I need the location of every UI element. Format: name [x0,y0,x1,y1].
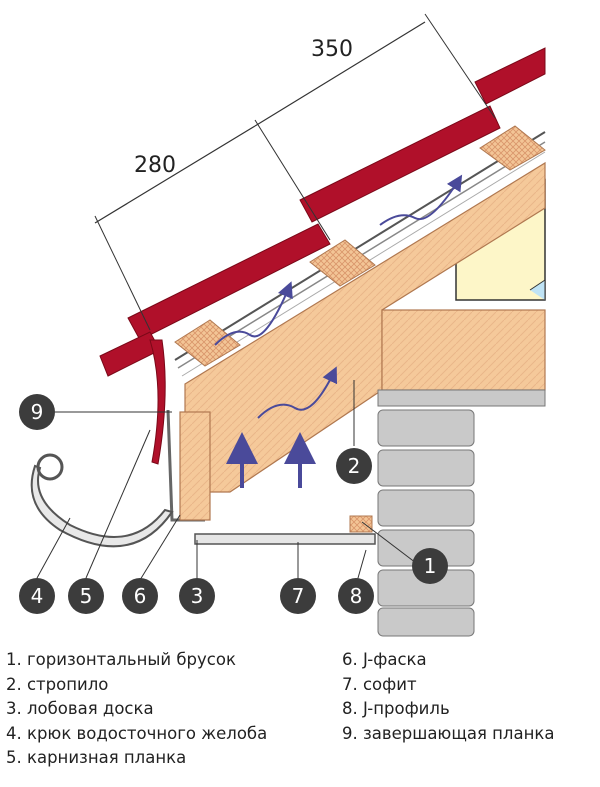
legend-item: 1. горизонтальный брусок [6,650,236,669]
svg-text:8: 8 [350,584,363,608]
svg-text:1: 1 [424,554,437,578]
dimension-280: 280 [94,119,331,331]
roof-eave-diagram: 280 350 9 2 1 4 5 6 [19,13,546,637]
callout-badge-8: 8 [338,578,374,614]
legend-item: 7. софит [342,674,417,694]
airflow-arrows [214,174,463,488]
callout-badge-7: 7 [280,578,316,614]
svg-text:4: 4 [31,584,44,608]
svg-text:2: 2 [348,454,361,478]
legend-item: 8. J-профиль [342,699,450,718]
fascia-board [179,411,211,521]
legend-column-right: 6. J-фаска 7. софит 8. J-профиль 9. заве… [342,648,554,746]
legend-item: 6. J-фаска [342,650,427,669]
soffit [194,515,376,545]
legend-item: 3. лобовая доска [6,699,154,718]
callout-badge-2: 2 [336,448,372,484]
svg-text:5: 5 [80,584,93,608]
svg-text:7: 7 [292,584,305,608]
rafter [184,161,546,493]
dimension-label-350: 350 [311,37,353,62]
legend-column-left: 1. горизонтальный брусок 2. стропило 3. … [6,648,267,771]
svg-text:6: 6 [134,584,147,608]
dimension-350: 350 [254,13,496,127]
gutter [30,453,174,548]
callout-badge-4: 4 [19,578,55,614]
legend-item: 2. стропило [6,674,109,694]
svg-text:3: 3 [191,584,204,608]
leader-lines [36,380,421,586]
dimension-label-280: 280 [134,153,176,178]
counter-battens [174,125,546,367]
brick-wall [377,389,546,637]
legend-item: 5. карнизная планка [6,748,187,767]
legend-item: 4. крюк водосточного желоба [6,723,268,743]
callout-badge-5: 5 [68,578,104,614]
callout-badge-3: 3 [179,578,215,614]
callout-badge-1: 1 [412,548,448,584]
callout-badge-6: 6 [122,578,158,614]
callout-badge-9: 9 [19,394,55,430]
legend-item: 9. завершающая планка [342,723,555,743]
roof-tiles [99,47,546,377]
svg-text:9: 9 [31,400,44,424]
legend: 1. горизонтальный брусок 2. стропило 3. … [0,648,600,787]
